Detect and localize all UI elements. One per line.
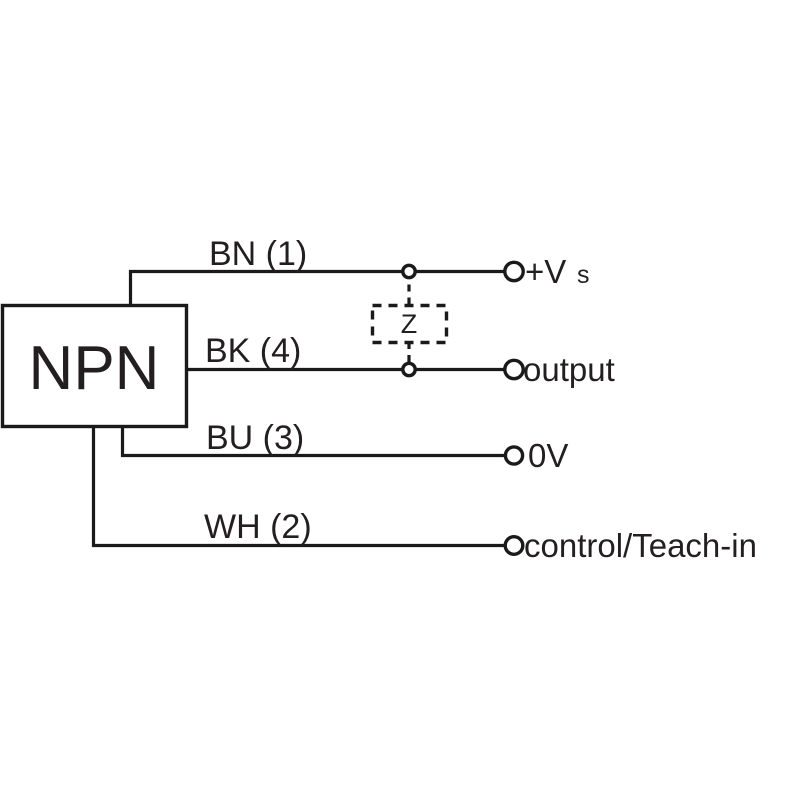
npn-device-group: NPN [0, 303, 189, 429]
wire-label-bk: BK (4) [205, 332, 301, 370]
npn-device-label: NPN [29, 334, 160, 403]
load-box-outline [370, 303, 449, 345]
wire-label-bu: BU (3) [206, 419, 304, 457]
npn-device-box [0, 303, 189, 429]
load-label: Z [401, 309, 418, 339]
wire-label-wh: WH (2) [204, 508, 312, 546]
wire-bu-path [120, 425, 507, 458]
wire-label-bn: BN (1) [209, 235, 307, 273]
terminal-label-0v: 0V [528, 437, 568, 474]
terminal-label-vs: +V [525, 253, 566, 290]
wire-bn-line [128, 269, 507, 308]
wire-wh-line [91, 425, 507, 548]
wire-wh-path [91, 425, 507, 548]
terminal-label-vs-subscript: s [577, 261, 590, 289]
junction-dot-vs [401, 263, 417, 280]
terminal-circle-0v [503, 445, 525, 466]
terminal-circle-vs [503, 260, 525, 283]
wire-bu-line [120, 425, 507, 458]
wire-bn-path [128, 269, 507, 308]
junction-dot-output [401, 361, 417, 378]
load-impedance-group: Z [370, 271, 449, 370]
terminal-label-control: control/Teach-in [524, 527, 757, 564]
terminal-circle-output [503, 358, 525, 381]
terminal-label-output: output [523, 351, 615, 388]
terminal-label-vs-group: +V s [525, 253, 590, 290]
terminal-circle-control [503, 535, 525, 557]
